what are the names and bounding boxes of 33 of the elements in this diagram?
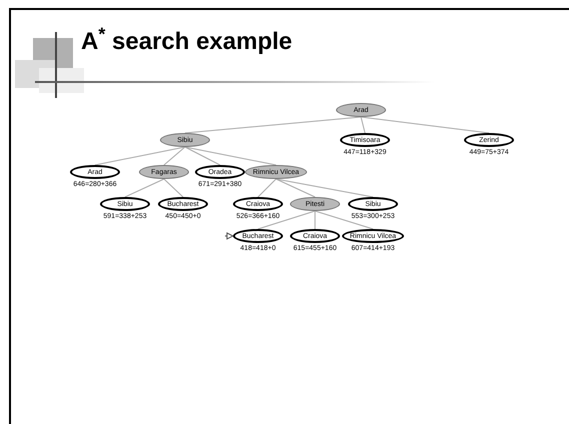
- search-node-ellipse: [100, 197, 150, 211]
- tree-edge: [360, 116, 366, 134]
- tree-edge: [184, 146, 276, 166]
- goal-pointer-arrow: [224, 232, 234, 240]
- search-node-ellipse: [158, 197, 208, 211]
- tree-edge: [124, 178, 164, 198]
- tree-edge: [314, 210, 374, 230]
- search-node-ellipse: [340, 133, 390, 147]
- tree-edge: [258, 210, 316, 230]
- search-node-ellipse: [139, 165, 189, 179]
- search-node-ellipse: [464, 133, 514, 147]
- tree-edge: [314, 210, 316, 230]
- tree-edge: [94, 146, 186, 166]
- tree-edge: [276, 178, 316, 198]
- search-node-ellipse: [160, 133, 210, 147]
- search-node-ellipse: [233, 197, 283, 211]
- tree-edge: [258, 178, 276, 198]
- slide-title: A$^{*}$ search example: [81, 30, 292, 54]
- search-node-ellipse: [245, 165, 307, 179]
- search-node-ellipse: [70, 165, 120, 179]
- tree-edge: [360, 116, 490, 134]
- search-node-ellipse: [290, 229, 340, 243]
- tree-edge: [276, 178, 374, 198]
- tree-edge: [164, 146, 186, 166]
- tree-edge: [164, 178, 184, 198]
- search-node-ellipse: [290, 197, 340, 211]
- tree-edge: [184, 146, 220, 166]
- search-node-ellipse: [348, 197, 398, 211]
- tree-edge: [184, 116, 362, 134]
- search-node-ellipse: [195, 165, 245, 179]
- search-node-ellipse: [342, 229, 404, 243]
- search-node-ellipse: [336, 103, 386, 117]
- search-node-ellipse: [233, 229, 283, 243]
